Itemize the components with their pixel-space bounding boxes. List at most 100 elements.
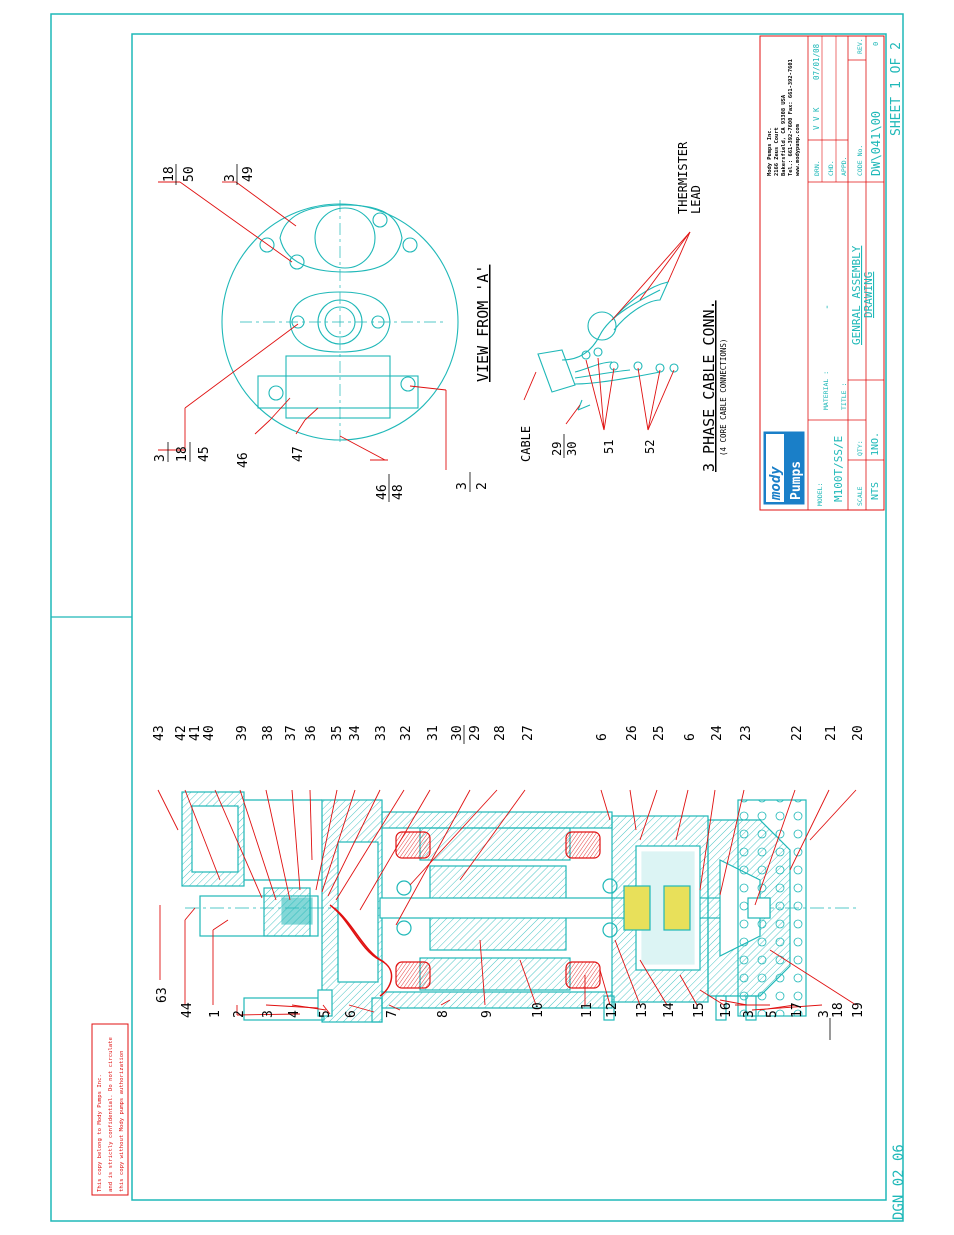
part-label: 6 [344, 1010, 359, 1018]
qty-value: 1NO. [870, 432, 881, 456]
scale-value: NTS [870, 482, 881, 500]
part-label: 17 [790, 1002, 805, 1018]
part-label: 28 [493, 725, 508, 741]
notice-line-1: This copy belong to Mody Pumps Inc. [97, 1074, 103, 1192]
cable-conn-subtitle: (4 CORE CABLE CONNECTIONS) [719, 339, 728, 456]
part-label: 39 [235, 725, 250, 741]
part-label: 30 [450, 725, 465, 741]
cable-label: CABLE [519, 426, 533, 462]
view-a-label: 46 [375, 484, 390, 500]
leader-lines-bottom [159, 905, 857, 1016]
company-line-4: Tel.: 661-392-7600 Fax: 661-392-7601 [788, 59, 794, 176]
part-label: 8 [436, 1010, 451, 1018]
material-label: MATERIAL : [822, 371, 830, 410]
thermister-label-2: LEAD [689, 185, 703, 214]
view-a-title: VIEW FROM 'A' [474, 265, 492, 382]
drn-value: V V K [812, 107, 821, 130]
model-label: MODEL: [816, 483, 824, 506]
view-a-label: 46 [236, 452, 251, 468]
part-label: 25 [652, 725, 667, 741]
chd-label: CHD. [827, 160, 835, 176]
part-label: 13 [635, 1002, 650, 1018]
drawing-title-2: DRAWING [862, 272, 875, 318]
part-label: 44 [180, 1002, 195, 1018]
view-a-label: 18 [162, 166, 177, 182]
part-label: 18 [831, 1002, 846, 1018]
part-label: 22 [790, 725, 805, 741]
view-a-label: 50 [182, 166, 197, 182]
code-label: CODE No. [856, 145, 864, 176]
logo-top: mody [768, 466, 784, 501]
title-label: TITLE : [840, 383, 848, 410]
title-block: mody Pumps Mody Pumps Inc. 2166 Zeus Cou… [759, 35, 904, 511]
view-from-a-drawing [221, 200, 459, 445]
cable-connection-labels: CABLE 29 30 51 52 THERMISTER LEAD [519, 141, 703, 462]
view-a-label: 18 [175, 446, 190, 462]
part-label: 2 [232, 1010, 247, 1018]
notice-line-2: and is strictly confidential. Do not cir… [108, 1036, 114, 1192]
view-a-labels: 18 50 3 49 3 18 45 46 47 46 48 3 2 [153, 164, 490, 502]
scale-label: SCALE [856, 486, 864, 506]
drawing-title-1: GENRAL ASSEMBLY [850, 245, 863, 345]
part-label: 3 [742, 1010, 757, 1018]
qty-label: QTY: [856, 440, 864, 456]
part-label: 26 [625, 725, 640, 741]
conn-label-30: 30 [565, 442, 579, 456]
view-a-label: 49 [241, 166, 256, 182]
part-label: 42 [174, 725, 189, 741]
part-label: 6 [595, 733, 610, 741]
sheet-code: DGN 02 06 [891, 1144, 907, 1220]
part-label: 43 [152, 725, 167, 741]
part-label: 20 [851, 725, 866, 741]
part-label: 41 [188, 725, 203, 741]
part-label: 32 [399, 725, 414, 741]
part-label: 19 [851, 1002, 866, 1018]
view-a-leaders [158, 181, 447, 470]
part-label: 27 [521, 725, 536, 741]
part-labels-bottom: 44 1 2 3 4 5 6 7 8 9 10 11 12 13 14 15 1… [155, 987, 866, 1040]
part-label: 7 [385, 1010, 400, 1018]
part-label: 16 [719, 1002, 734, 1018]
company-line-3: Bakersfield, CA 93308 USA [781, 94, 787, 176]
leader-lines-top [157, 789, 857, 926]
view-a-label: 48 [391, 484, 406, 500]
part-label: 23 [739, 725, 754, 741]
rev-value: 0 [872, 42, 880, 46]
part-label: 29 [468, 725, 483, 741]
part-label: 6 [683, 733, 698, 741]
pump-section-view [181, 791, 860, 1023]
part-label: 36 [304, 725, 319, 741]
conn-label-52: 52 [643, 440, 657, 454]
part-label: 24 [710, 725, 725, 741]
cable-conn-title: 3 PHASE CABLE CONN. [700, 300, 718, 472]
part-label: 5 [318, 1010, 333, 1018]
drn-label: DRN. [813, 160, 821, 176]
cable-connection-leaders [523, 231, 691, 431]
part-label: 3 [261, 1010, 276, 1018]
part-label: 15 [692, 1002, 707, 1018]
part-label: 4 [287, 1010, 302, 1018]
confidential-notice: This copy belong to Mody Pumps Inc. and … [91, 1023, 129, 1196]
code-value: DW\041\00 [869, 111, 883, 176]
part-label: 1 [208, 1010, 223, 1018]
part-label: 11 [580, 1002, 595, 1018]
view-a-label: 3 [455, 482, 470, 490]
notice-line-3: this copy without Mody pumps authorizati… [119, 1051, 125, 1192]
model-value: M100T/SS/E [832, 436, 845, 502]
part-label: 5 [765, 1010, 780, 1018]
part-labels-top: 43 42 41 40 39 38 37 36 35 34 33 32 31 3… [152, 725, 866, 744]
conn-label-51: 51 [602, 440, 616, 454]
part-label: 40 [202, 725, 217, 741]
company-line-1: Mody Pumps Inc. [767, 127, 773, 176]
part-label: 35 [330, 725, 345, 741]
part-label: 9 [480, 1010, 495, 1018]
material-value: - [822, 304, 833, 310]
thermister-label-1: THERMISTER [676, 141, 690, 214]
rev-label: REV. [856, 38, 864, 54]
logo-bottom: Pumps [789, 461, 804, 500]
cable-connection-drawing [537, 281, 679, 411]
part-label: 31 [426, 725, 441, 741]
conn-label-29: 29 [550, 442, 564, 456]
inner-border [131, 33, 887, 1201]
